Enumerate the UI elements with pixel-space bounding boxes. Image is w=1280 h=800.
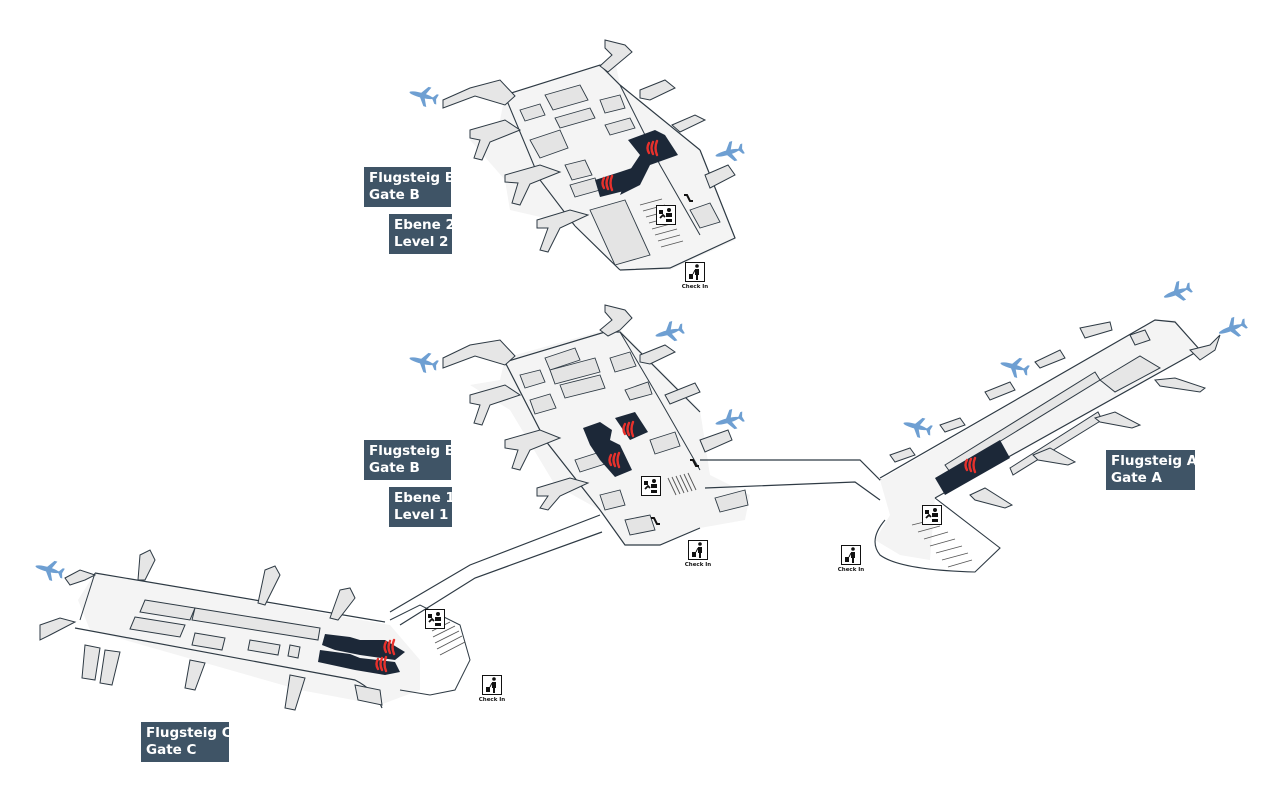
gate-a-line2: Gate A (1111, 470, 1162, 486)
pier-b-level-2 (406, 39, 747, 271)
passport-control-icon (922, 505, 942, 525)
level-1-line2: Level 1 (394, 507, 449, 523)
airplane-icon (406, 348, 441, 376)
airplane-icon (712, 138, 747, 166)
check-in-label: Check In (681, 284, 709, 290)
security-area-pier-c (318, 634, 405, 675)
airplane-icon (712, 406, 747, 434)
security-area-level-2 (595, 130, 678, 197)
stairs-level-1 (667, 472, 697, 496)
gate-b-upper-label: Flugsteig B Gate B (364, 167, 456, 207)
passport-control-icon (425, 609, 445, 629)
airplane-icon (997, 353, 1032, 381)
gate-b-lower-line2: Gate B (369, 460, 420, 476)
pier-b-level-1 (389, 304, 901, 626)
gate-b-lower-line1: Flugsteig B (369, 443, 456, 459)
airplane-icon (1215, 313, 1250, 343)
gate-b-upper-line1: Flugsteig B (369, 170, 456, 186)
gate-b-lower-label: Flugsteig B Gate B (364, 440, 456, 480)
level-2-line2: Level 2 (394, 234, 449, 250)
passport-control-icon (641, 476, 661, 496)
pier-c (32, 549, 471, 711)
check-in-label: Check In (837, 567, 865, 573)
airplane-icon (652, 318, 687, 346)
level-1-line1: Ebene 1 (394, 490, 455, 506)
check-in-marker[interactable]: Check In (838, 545, 864, 573)
check-in-icon (685, 262, 705, 282)
check-in-marker[interactable]: Check In (479, 675, 505, 703)
level-2-line1: Ebene 2 (394, 217, 455, 233)
gate-b-upper-line2: Gate B (369, 187, 420, 203)
gate-a-line1: Flugsteig A (1111, 453, 1198, 469)
check-in-label: Check In (478, 697, 506, 703)
check-in-marker[interactable]: Check In (685, 540, 711, 568)
check-in-icon (688, 540, 708, 560)
check-in-icon (841, 545, 861, 565)
gate-c-line2: Gate C (146, 742, 197, 758)
pier-a (874, 277, 1250, 573)
passport-control-icon (656, 205, 676, 225)
check-in-icon (482, 675, 502, 695)
gate-c-line1: Flugsteig C (146, 725, 232, 741)
level-1-label: Ebene 1 Level 1 (389, 487, 455, 527)
check-in-marker[interactable]: Check In (682, 262, 708, 290)
airplane-icon (406, 82, 441, 110)
gate-a-label: Flugsteig A Gate A (1106, 450, 1198, 490)
level-2-label: Ebene 2 Level 2 (389, 214, 455, 254)
security-area-level-1 (583, 412, 648, 477)
gate-c-label: Flugsteig C Gate C (141, 722, 232, 762)
airplane-icon (1160, 277, 1195, 307)
airplane-icon (900, 413, 935, 441)
airplane-icon (32, 556, 67, 584)
check-in-label: Check In (684, 562, 712, 568)
